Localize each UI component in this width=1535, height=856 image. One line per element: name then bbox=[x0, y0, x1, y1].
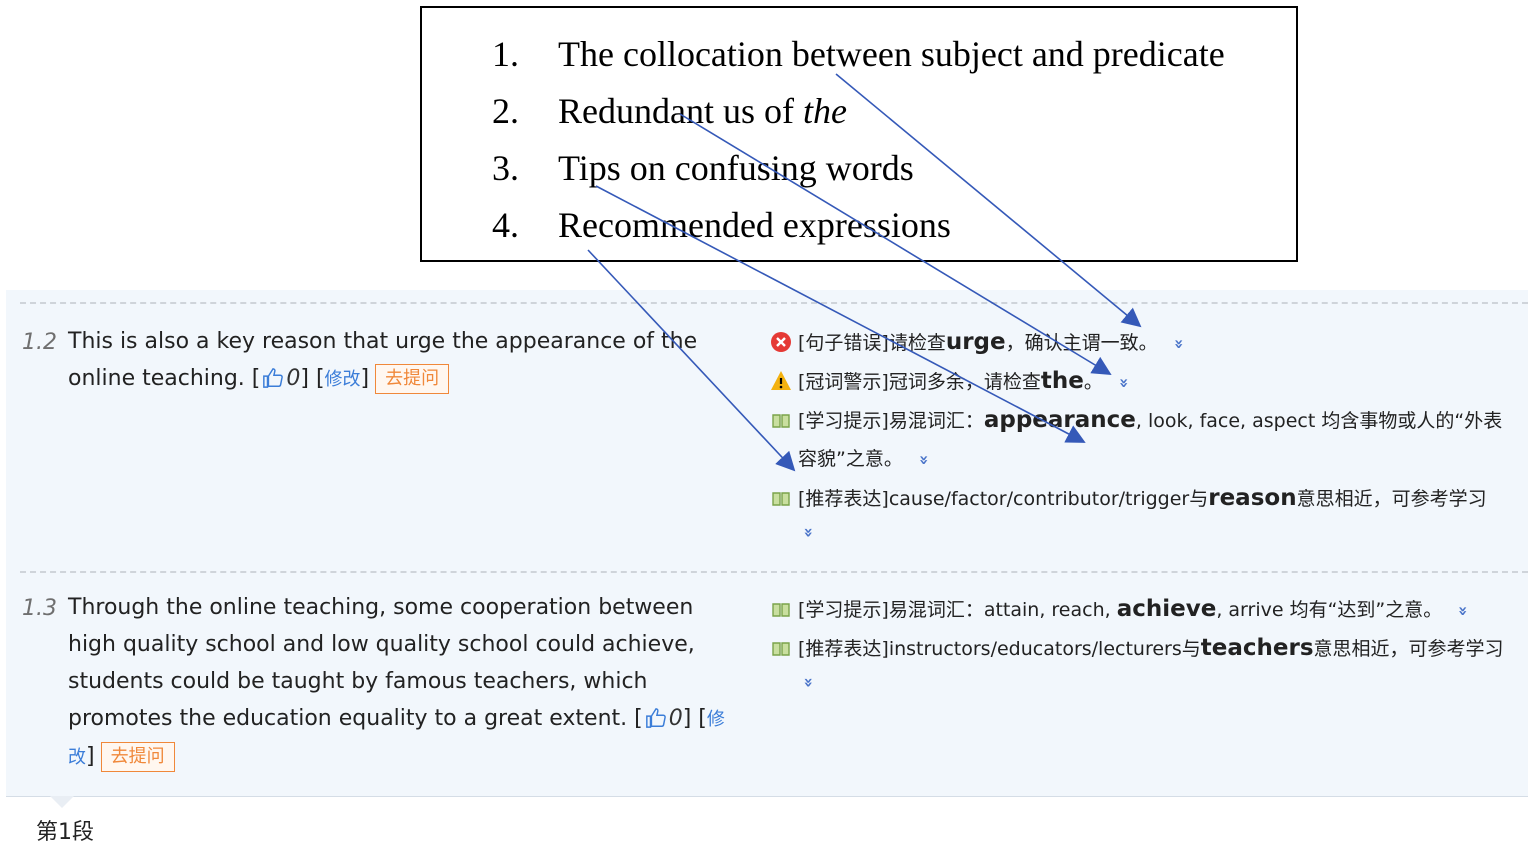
feedback-pre: instructors/educators/lecturers与 bbox=[888, 638, 1201, 660]
bracket-text: ] [ bbox=[682, 706, 707, 731]
feedback-panel: 1.2 This is also a key reason that urge … bbox=[6, 290, 1528, 797]
legend-number: 1. bbox=[492, 34, 519, 74]
legend-text: The collocation between subject and pred… bbox=[558, 34, 1225, 74]
divider bbox=[20, 302, 1528, 304]
book-icon bbox=[772, 603, 790, 617]
feedback-keyword: the bbox=[1040, 368, 1084, 394]
legend-box: 1. The collocation between subject and p… bbox=[420, 6, 1298, 262]
feedback-pre: cause/factor/contributor/trigger与 bbox=[888, 488, 1209, 510]
book-icon bbox=[772, 642, 790, 656]
feedback-pre: 易混词汇：attain, reach, bbox=[888, 599, 1117, 621]
feedback-keyword: appearance bbox=[983, 407, 1136, 433]
legend-number: 2. bbox=[492, 91, 519, 131]
feedback-post: 意思相近，可参考学习 bbox=[1296, 488, 1487, 510]
legend-text: Recommended expressions bbox=[558, 205, 951, 245]
book-icon bbox=[772, 492, 790, 506]
feedback-post: 意思相近，可参考学习 bbox=[1313, 638, 1504, 660]
like-count: 0 bbox=[668, 706, 683, 731]
error-icon bbox=[771, 332, 791, 352]
feedback-tag: [句子错误] bbox=[798, 332, 889, 354]
feedback-line2: 容貌”之意。 bbox=[798, 448, 903, 470]
feedback-item-tip-continued: 容貌”之意。 » bbox=[798, 447, 934, 472]
feedback-tag: [学习提示] bbox=[798, 599, 889, 621]
feedback-pre: 请检查 bbox=[888, 332, 946, 354]
sentence-text: This is also a key reason that urge the … bbox=[68, 323, 718, 398]
feedback-post: 。 bbox=[1083, 371, 1103, 393]
panel-pointer bbox=[50, 796, 74, 808]
legend-text: Redundant us of the bbox=[558, 89, 847, 133]
expand-chevron-icon[interactable]: » bbox=[1169, 338, 1189, 350]
expand-chevron-icon[interactable]: » bbox=[915, 454, 935, 466]
warning-icon bbox=[771, 371, 791, 390]
ask-question-button[interactable]: 去提问 bbox=[100, 742, 175, 772]
paragraph-label: 第1段 bbox=[36, 820, 94, 845]
feedback-pre: 易混词汇： bbox=[888, 410, 984, 432]
bracket-text: ] bbox=[360, 366, 370, 391]
sentence-body: Through the online teaching, some cooper… bbox=[68, 595, 695, 731]
feedback-tag: [推荐表达] bbox=[798, 638, 889, 660]
feedback-pre: 冠词多余，请检查 bbox=[888, 371, 1041, 393]
feedback-item-tip: [学习提示]易混词汇：appearance, look, face, aspec… bbox=[770, 408, 1502, 433]
bracket-text: ] bbox=[86, 744, 95, 769]
legend-number: 3. bbox=[492, 148, 519, 188]
sentence-text: Through the online teaching, some cooper… bbox=[68, 589, 748, 776]
feedback-keyword: urge bbox=[945, 329, 1006, 355]
edit-link[interactable]: 修改 bbox=[324, 369, 361, 390]
feedback-post: ，确认主谓一致。 bbox=[1005, 332, 1158, 354]
legend-number: 4. bbox=[492, 205, 519, 245]
book-icon bbox=[772, 414, 790, 428]
expand-chevron-icon[interactable]: » bbox=[799, 677, 819, 688]
feedback-item-tip: [学习提示]易混词汇：attain, reach, achieve, arriv… bbox=[770, 596, 1473, 623]
feedback-tag: [学习提示] bbox=[798, 410, 889, 432]
sentence-number: 1.2 bbox=[22, 330, 57, 355]
feedback-keyword: reason bbox=[1208, 485, 1297, 511]
feedback-tag: [推荐表达] bbox=[798, 488, 889, 510]
feedback-post: , arrive 均有“达到”之意。 bbox=[1216, 599, 1443, 621]
feedback-item-recommend: [推荐表达]instructors/educators/lecturers与te… bbox=[770, 636, 1504, 661]
divider bbox=[20, 571, 1528, 573]
expand-chevron-icon[interactable]: » bbox=[799, 527, 819, 538]
sentence-number: 1.3 bbox=[22, 596, 57, 621]
edit-link[interactable]: 修改 bbox=[68, 709, 725, 768]
feedback-item-error: [句子错误]请检查urge，确认主谓一致。 » bbox=[770, 329, 1189, 356]
feedback-item-warning: [冠词警示]冠词多余，请检查the。 » bbox=[770, 368, 1134, 395]
thumbs-up-icon[interactable] bbox=[262, 367, 284, 389]
expand-chevron-icon[interactable]: » bbox=[1115, 377, 1134, 389]
like-count: 0 bbox=[286, 366, 301, 391]
bracket-text: ] [ bbox=[300, 366, 325, 391]
feedback-keyword: achieve bbox=[1116, 596, 1217, 622]
feedback-tag: [冠词警示] bbox=[798, 371, 889, 393]
thumbs-up-icon[interactable] bbox=[645, 707, 667, 729]
ask-question-button[interactable]: 去提问 bbox=[375, 364, 450, 394]
feedback-item-recommend: [推荐表达]cause/factor/contributor/trigger与r… bbox=[770, 486, 1487, 511]
legend-text-italic: the bbox=[802, 91, 847, 131]
legend-text: Tips on confusing words bbox=[558, 148, 914, 188]
feedback-post: , look, face, aspect 均含事物或人的“外表 bbox=[1135, 410, 1503, 432]
feedback-keyword: teachers bbox=[1200, 635, 1314, 661]
legend-text-plain: Redundant us of bbox=[558, 91, 803, 131]
expand-chevron-icon[interactable]: » bbox=[1454, 605, 1474, 617]
